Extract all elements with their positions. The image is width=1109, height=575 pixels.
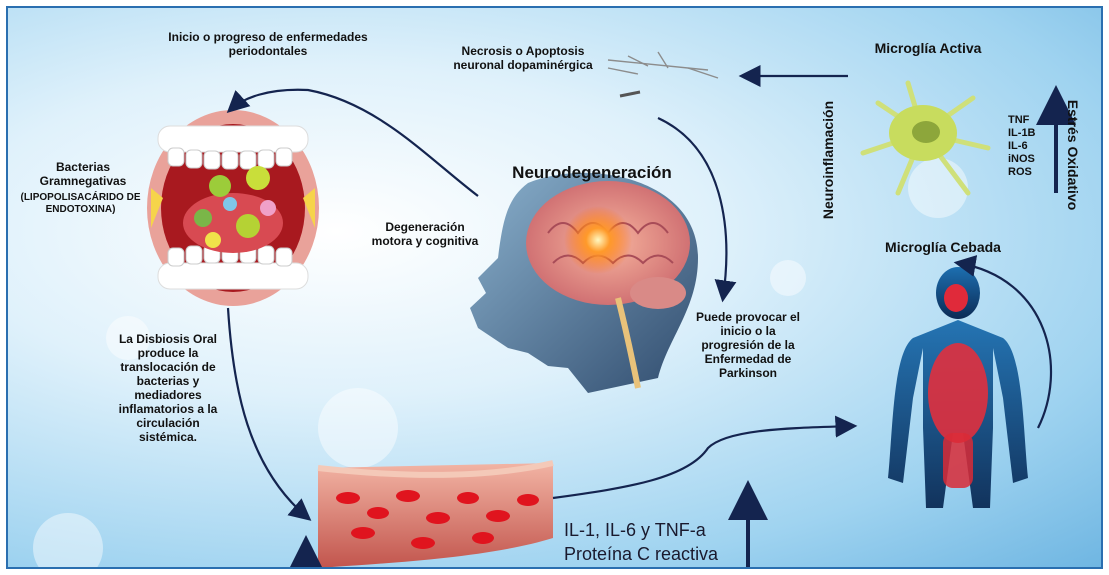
- label-neurodegeneracion: Neurodegeneración: [492, 166, 692, 180]
- label-disbiosis: La Disbiosis Oral produce la translocaci…: [108, 332, 228, 444]
- cytokine-list: TNF IL-1B IL-6 iNOS ROS: [1008, 114, 1036, 179]
- label-necrosis: Necrosis o Apoptosis neuronal dopaminérg…: [448, 44, 598, 72]
- head-brain-illustration: [470, 173, 698, 393]
- arrow-mouth-to-vessel: [228, 308, 308, 518]
- cytokine-item: TNF: [1008, 114, 1036, 127]
- label-degeneracion: Degeneración motora y cognitiva: [370, 220, 480, 248]
- cytokine-item: IL-6: [1008, 140, 1036, 153]
- cytokine-item: IL-1B: [1008, 127, 1036, 140]
- cytokine-item: iNOS: [1008, 153, 1036, 166]
- arrow-vessel-to-body: [553, 426, 853, 498]
- mouth-illustration: [147, 110, 319, 306]
- blood-vessel-illustration: [318, 463, 553, 568]
- label-microglia-activa: Microglía Activa: [853, 41, 1003, 55]
- label-estres-oxidativo: Estrés Oxidativo: [1066, 90, 1080, 220]
- label-mediadores-2: Proteína C reactiva: [564, 544, 718, 565]
- label-microglia-cebada: Microglía Cebada: [868, 240, 1018, 254]
- human-body-illustration: [888, 267, 1028, 508]
- label-neuroinflamacion: Neuroinflamación: [821, 80, 835, 240]
- neuron-illustration: [608, 52, 718, 96]
- diagram-artwork: [8, 8, 1103, 569]
- diagram-frame: Inicio o progreso de enfermedades period…: [6, 6, 1103, 569]
- label-lps: (LIPOPOLISACÁRIDO DE ENDOTOXINA): [18, 192, 143, 216]
- label-bacterias: Bacterias Gramnegativas: [18, 160, 148, 188]
- label-parkinson: Puede provocar el inicio o la progresión…: [688, 310, 808, 380]
- label-periodontal: Inicio o progreso de enfermedades period…: [158, 30, 378, 58]
- label-mediadores-1: IL-1, IL-6 y TNF-a: [564, 520, 706, 541]
- cytokine-item: ROS: [1008, 166, 1036, 179]
